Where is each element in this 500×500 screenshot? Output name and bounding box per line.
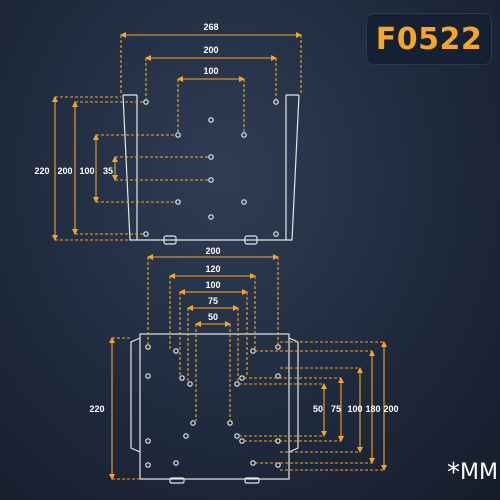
top-height-label-200: 200 [57,166,72,176]
unit-label: *MM [447,458,498,488]
bottom-height-right-label-180: 180 [365,404,380,414]
unit-asterisk: * [447,458,460,488]
bottom-height-right-label-50: 50 [313,404,323,414]
bottom-height-right-label-100: 100 [347,404,362,414]
top-height-label-100: 100 [79,166,94,176]
top-width-label-200: 200 [203,45,218,55]
top-height-label-35: 35 [103,166,113,176]
bottom-bracket-plate [130,333,299,484]
top-bracket-plate [122,94,300,245]
product-code: F0522 [375,21,483,57]
bottom-height-left-dims [109,337,140,480]
top-width-label-100: 100 [203,66,218,76]
top-width-labels: 268 200 100 [203,22,218,76]
bottom-height-left-label-220: 220 [89,404,104,414]
top-height-label-220: 220 [34,166,49,176]
top-width-dims [120,32,302,133]
bottom-width-label-200: 200 [205,246,220,256]
bottom-height-right-label-75: 75 [331,404,341,414]
bottom-width-label-50: 50 [208,312,218,322]
top-bracket: 268 200 100 220 200 100 35 [34,22,302,245]
top-width-label-268: 268 [203,22,218,32]
top-height-labels: 220 200 100 35 [34,166,113,176]
bottom-height-right-label-200: 200 [383,404,398,414]
top-bracket-holes [143,99,279,237]
bottom-width-label-100: 100 [205,280,220,290]
bottom-height-right-dims [239,341,387,471]
bottom-height-right-labels: 50 75 100 180 200 [313,404,399,414]
bottom-width-labels: 200 120 100 75 50 [205,246,220,322]
bottom-width-label-120: 120 [205,264,220,274]
bottom-bracket-holes [145,344,281,468]
bottom-width-dims [147,254,279,421]
bottom-width-label-75: 75 [208,296,218,306]
bottom-bracket: 200 120 100 75 50 220 [89,246,399,484]
product-code-badge: F0522 [366,13,492,65]
unit-text: MM [460,460,498,485]
top-height-dims [52,96,209,241]
